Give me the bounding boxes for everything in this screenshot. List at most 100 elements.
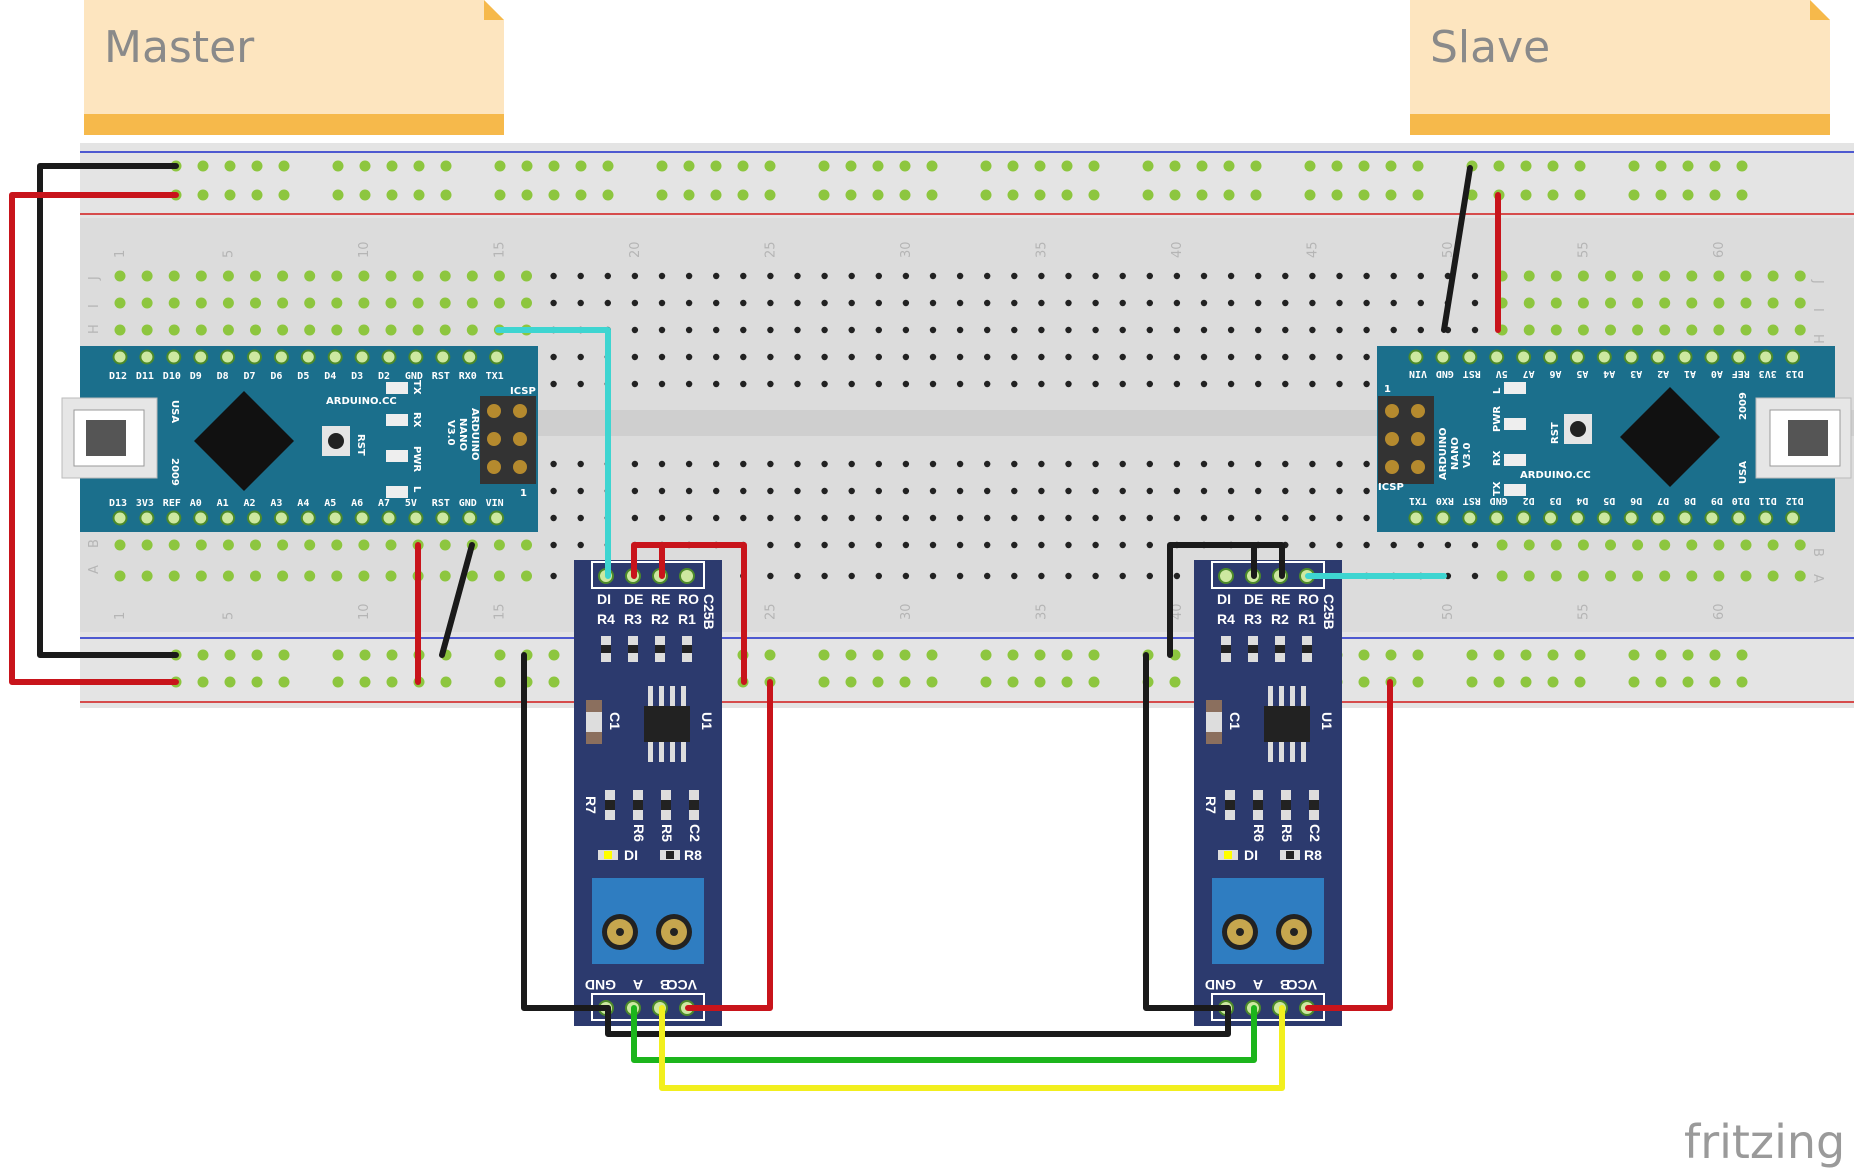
breadboard-hole[interactable] bbox=[1794, 270, 1806, 282]
nano-pin[interactable] bbox=[327, 510, 343, 526]
breadboard-hole[interactable] bbox=[1038, 380, 1045, 388]
breadboard-hole[interactable] bbox=[195, 297, 207, 309]
nano-pin[interactable] bbox=[1462, 349, 1478, 365]
breadboard-hole[interactable] bbox=[1065, 460, 1072, 468]
breadboard-hole[interactable] bbox=[685, 326, 693, 334]
breadboard-hole[interactable] bbox=[114, 324, 126, 336]
breadboard-hole[interactable] bbox=[956, 514, 964, 522]
breadboard-hole[interactable] bbox=[902, 299, 910, 307]
breadboard-hole[interactable] bbox=[956, 460, 964, 468]
nano-pin[interactable] bbox=[139, 349, 155, 365]
breadboard-hole[interactable] bbox=[1740, 539, 1752, 551]
nano-pin[interactable] bbox=[1408, 510, 1424, 526]
breadboard-hole[interactable] bbox=[929, 572, 937, 580]
breadboard-hole[interactable] bbox=[713, 487, 720, 495]
breadboard-hole[interactable] bbox=[767, 326, 774, 334]
breadboard-hole[interactable] bbox=[1444, 541, 1452, 549]
breadboard-hole[interactable] bbox=[1309, 460, 1316, 468]
breadboard-hole[interactable] bbox=[875, 487, 882, 495]
breadboard-hole[interactable] bbox=[902, 572, 910, 580]
breadboard-hole[interactable] bbox=[1523, 539, 1535, 551]
breadboard-hole[interactable] bbox=[1363, 541, 1370, 549]
rail-hole[interactable] bbox=[1088, 189, 1100, 201]
breadboard-hole[interactable] bbox=[439, 570, 451, 582]
breadboard-hole[interactable] bbox=[1713, 539, 1725, 551]
breadboard-hole[interactable] bbox=[1550, 570, 1562, 582]
breadboard-hole[interactable] bbox=[1255, 380, 1262, 388]
breadboard-hole[interactable] bbox=[1038, 272, 1045, 280]
breadboard-hole[interactable] bbox=[412, 297, 424, 309]
breadboard-hole[interactable] bbox=[984, 541, 991, 549]
rail-hole[interactable] bbox=[1628, 160, 1640, 172]
rail-hole[interactable] bbox=[1736, 649, 1748, 661]
breadboard-hole[interactable] bbox=[1200, 487, 1208, 495]
breadboard-hole[interactable] bbox=[195, 539, 207, 551]
breadboard-hole[interactable] bbox=[767, 353, 774, 361]
breadboard-hole[interactable] bbox=[848, 572, 855, 580]
rail-hole[interactable] bbox=[386, 189, 398, 201]
breadboard-hole[interactable] bbox=[1255, 514, 1262, 522]
breadboard-hole[interactable] bbox=[141, 570, 153, 582]
breadboard-hole[interactable] bbox=[1173, 299, 1181, 307]
module-pin[interactable] bbox=[1218, 568, 1234, 584]
breadboard-hole[interactable] bbox=[1065, 487, 1072, 495]
rail-hole[interactable] bbox=[845, 676, 857, 688]
breadboard-hole[interactable] bbox=[114, 270, 126, 282]
breadboard-hole[interactable] bbox=[1227, 272, 1235, 280]
breadboard-hole[interactable] bbox=[794, 487, 801, 495]
nano-pin[interactable] bbox=[327, 349, 343, 365]
breadboard-hole[interactable] bbox=[1767, 324, 1779, 336]
rail-hole[interactable] bbox=[1493, 160, 1505, 172]
nano-pin[interactable] bbox=[1596, 349, 1612, 365]
rail-hole[interactable] bbox=[980, 676, 992, 688]
rail-hole[interactable] bbox=[1169, 676, 1181, 688]
breadboard-hole[interactable] bbox=[1011, 326, 1018, 334]
breadboard-hole[interactable] bbox=[1011, 380, 1018, 388]
breadboard-hole[interactable] bbox=[1550, 539, 1562, 551]
breadboard-hole[interactable] bbox=[466, 324, 478, 336]
rail-hole[interactable] bbox=[224, 649, 236, 661]
rail-hole[interactable] bbox=[926, 676, 938, 688]
breadboard-hole[interactable] bbox=[1686, 324, 1698, 336]
breadboard-hole[interactable] bbox=[1038, 541, 1045, 549]
breadboard-hole[interactable] bbox=[1092, 353, 1099, 361]
breadboard-hole[interactable] bbox=[521, 297, 532, 309]
breadboard-hole[interactable] bbox=[1011, 487, 1018, 495]
rail-hole[interactable] bbox=[764, 160, 776, 172]
breadboard-hole[interactable] bbox=[1363, 353, 1370, 361]
breadboard-hole[interactable] bbox=[984, 487, 991, 495]
breadboard-hole[interactable] bbox=[875, 572, 882, 580]
breadboard-hole[interactable] bbox=[821, 299, 828, 307]
rail-hole[interactable] bbox=[1493, 676, 1505, 688]
breadboard-hole[interactable] bbox=[821, 353, 828, 361]
breadboard-hole[interactable] bbox=[1200, 353, 1208, 361]
breadboard-hole[interactable] bbox=[848, 541, 855, 549]
rail-hole[interactable] bbox=[737, 189, 749, 201]
breadboard-hole[interactable] bbox=[358, 539, 370, 551]
breadboard-hole[interactable] bbox=[1038, 299, 1045, 307]
breadboard-hole[interactable] bbox=[1523, 270, 1535, 282]
rail-hole[interactable] bbox=[548, 649, 560, 661]
nano-pin[interactable] bbox=[1516, 510, 1532, 526]
breadboard-hole[interactable] bbox=[794, 299, 801, 307]
nano-pin[interactable] bbox=[193, 349, 209, 365]
breadboard-hole[interactable] bbox=[631, 353, 639, 361]
rail-hole[interactable] bbox=[332, 160, 344, 172]
rail-hole[interactable] bbox=[1304, 189, 1316, 201]
breadboard-hole[interactable] bbox=[740, 326, 747, 334]
breadboard-hole[interactable] bbox=[794, 460, 801, 468]
breadboard-hole[interactable] bbox=[1363, 487, 1370, 495]
rail-hole[interactable] bbox=[1547, 189, 1559, 201]
breadboard-hole[interactable] bbox=[141, 297, 153, 309]
breadboard-hole[interactable] bbox=[1794, 539, 1806, 551]
breadboard-hole[interactable] bbox=[713, 272, 720, 280]
rail-hole[interactable] bbox=[1250, 160, 1262, 172]
breadboard-hole[interactable] bbox=[1011, 460, 1018, 468]
breadboard-hole[interactable] bbox=[1065, 272, 1072, 280]
breadboard-hole[interactable] bbox=[767, 460, 774, 468]
nano-pin[interactable] bbox=[435, 349, 451, 365]
breadboard-hole[interactable] bbox=[794, 541, 801, 549]
rail-hole[interactable] bbox=[1034, 676, 1046, 688]
rail-hole[interactable] bbox=[1358, 160, 1370, 172]
rail-hole[interactable] bbox=[224, 676, 236, 688]
